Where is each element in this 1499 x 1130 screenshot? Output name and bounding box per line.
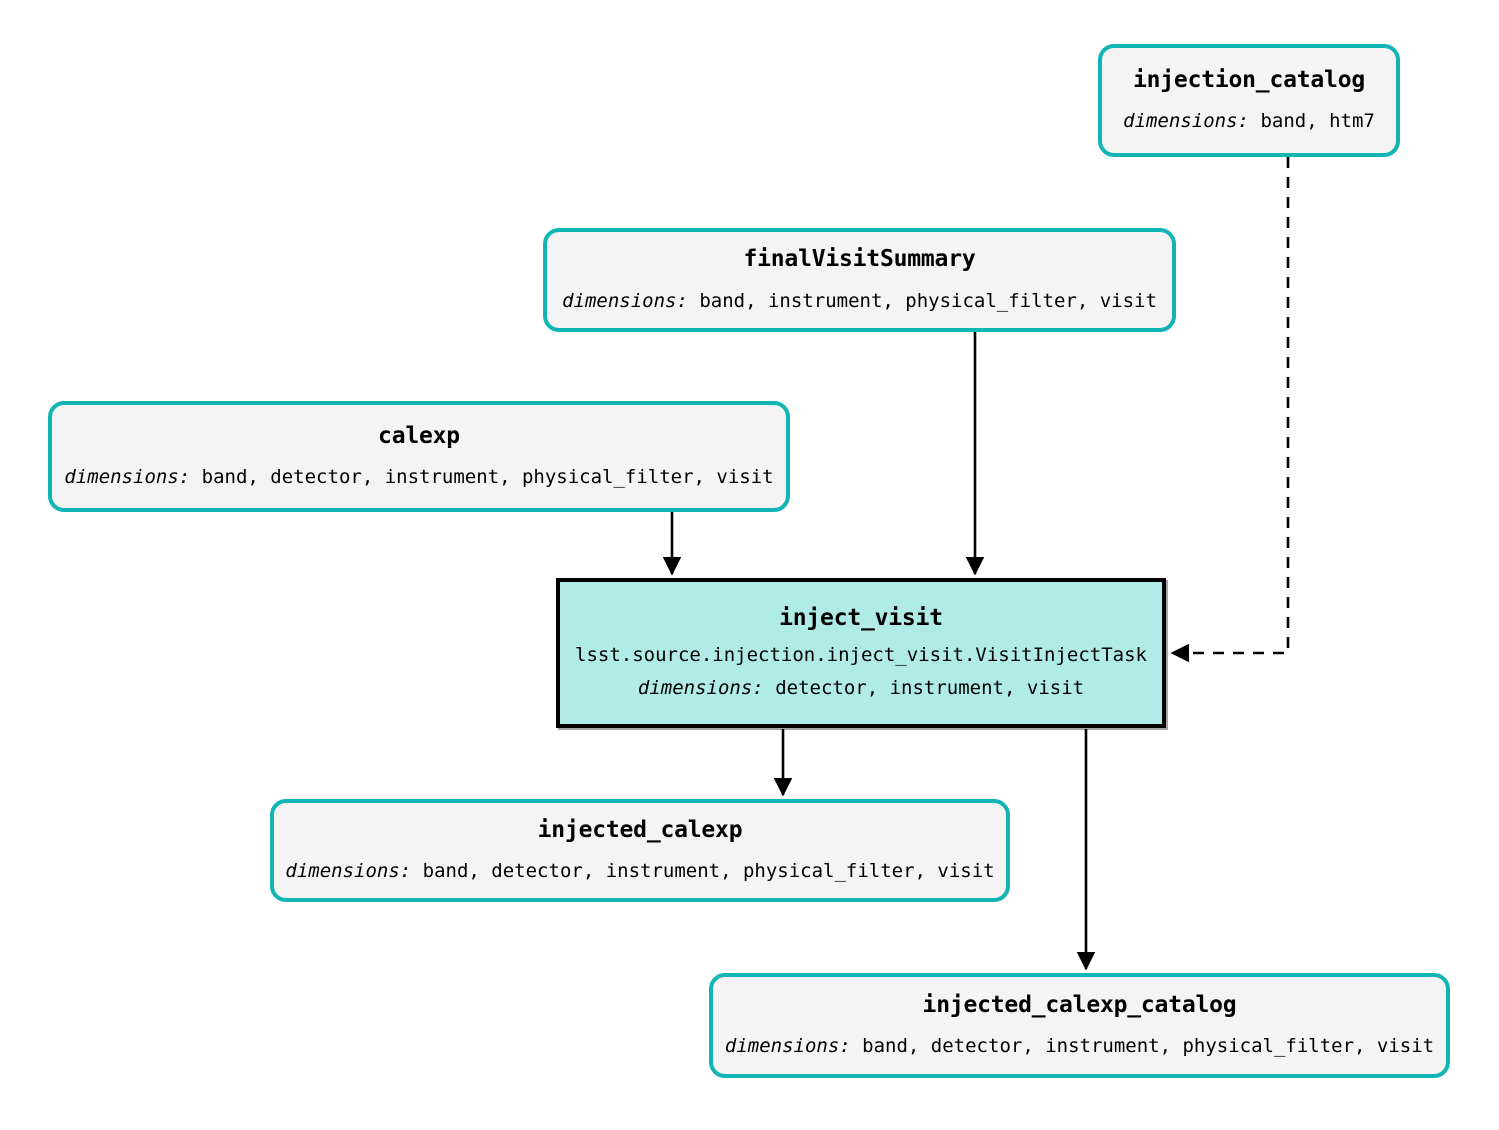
node-dimensions: dimensions: detector, instrument, visit	[637, 677, 1085, 700]
node-injection-catalog[interactable]: injection_catalog dimensions: band, htm7	[1098, 44, 1400, 157]
node-title: injection_catalog	[1132, 66, 1365, 93]
node-injected-calexp[interactable]: injected_calexp dimensions: band, detect…	[270, 799, 1010, 902]
dimensions-value: band, instrument, physical_filter, visit	[699, 289, 1157, 312]
dimensions-label: dimensions:	[637, 677, 764, 700]
node-title: inject_visit	[779, 605, 943, 631]
dimensions-label: dimensions:	[1123, 110, 1249, 133]
edge-injection_catalog-to-inject_visit	[1170, 157, 1290, 663]
node-dimensions: dimensions: band, detector, instrument, …	[285, 860, 995, 883]
node-dimensions: dimensions: band, detector, instrument, …	[64, 466, 774, 489]
node-calexp[interactable]: calexp dimensions: band, detector, instr…	[48, 401, 790, 512]
dimensions-value: band, htm7	[1260, 110, 1375, 133]
node-dimensions: dimensions: band, instrument, physical_f…	[562, 289, 1157, 313]
node-dimensions: dimensions: band, detector, instrument, …	[724, 1035, 1435, 1058]
node-title: injected_calexp_catalog	[922, 991, 1237, 1018]
node-title: injected_calexp	[537, 816, 743, 843]
node-inject-visit-task[interactable]: inject_visit lsst.source.injection.injec…	[556, 578, 1166, 728]
node-dimensions: dimensions: band, htm7	[1123, 110, 1375, 133]
dimensions-value: band, detector, instrument, physical_fil…	[862, 1035, 1435, 1058]
dimensions-value: band, detector, instrument, physical_fil…	[201, 466, 774, 489]
node-task-class: lsst.source.injection.inject_visit.Visit…	[575, 644, 1147, 667]
dimensions-value: detector, instrument, visit	[775, 677, 1085, 700]
dimensions-label: dimensions:	[64, 466, 191, 489]
dimensions-label: dimensions:	[562, 289, 688, 312]
dimensions-label: dimensions:	[724, 1035, 851, 1058]
node-final-visit-summary[interactable]: finalVisitSummary dimensions: band, inst…	[543, 228, 1176, 332]
node-title: calexp	[378, 422, 460, 449]
dimensions-value: band, detector, instrument, physical_fil…	[422, 860, 995, 883]
node-injected-calexp-catalog[interactable]: injected_calexp_catalog dimensions: band…	[709, 973, 1450, 1078]
dimensions-label: dimensions:	[285, 860, 412, 883]
node-title: finalVisitSummary	[743, 246, 976, 273]
